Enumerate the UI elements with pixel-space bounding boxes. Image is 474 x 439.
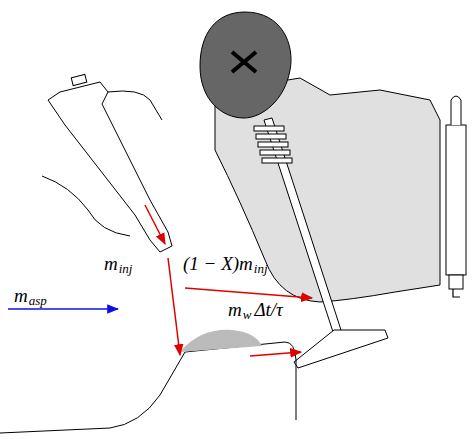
- valve-spring: [254, 126, 292, 163]
- direct-fuel-arrow: [185, 288, 312, 298]
- spark-plug-top: [451, 96, 461, 125]
- injector-lead: [108, 91, 162, 120]
- spark-plug-tip: [449, 275, 463, 289]
- math-label: Δt/τ: [254, 300, 283, 319]
- injected-fuel-arrow: [145, 205, 165, 244]
- spring-coil: [258, 142, 288, 147]
- air-flow-arrow: [8, 308, 118, 310]
- spark-plug-electrode: [453, 289, 460, 297]
- spring-coil: [262, 158, 292, 163]
- fuel-film: [180, 330, 262, 352]
- spring-coil: [260, 150, 290, 155]
- valve-head: [294, 330, 388, 368]
- math-label: m: [104, 254, 118, 273]
- fuel-injector: [48, 82, 172, 252]
- subscript-text: asp: [29, 294, 47, 307]
- subscript-text: inj: [119, 262, 133, 275]
- cam-axis-cross: [232, 52, 256, 72]
- subscript-text: w: [243, 308, 252, 321]
- math-label: m: [228, 300, 242, 319]
- math-label: m: [14, 286, 28, 305]
- camshaft-lobe: [200, 12, 291, 118]
- spring-coil: [256, 134, 286, 139]
- subscript-text: inj: [254, 262, 268, 275]
- film-evaporation-arrow: [250, 352, 301, 356]
- spark-plug-body: [446, 125, 466, 275]
- math-label: (1 − X)m: [183, 254, 253, 273]
- spring-coil: [254, 126, 284, 131]
- injector-connector: [71, 74, 87, 85]
- wall-deposit-arrow: [168, 258, 180, 355]
